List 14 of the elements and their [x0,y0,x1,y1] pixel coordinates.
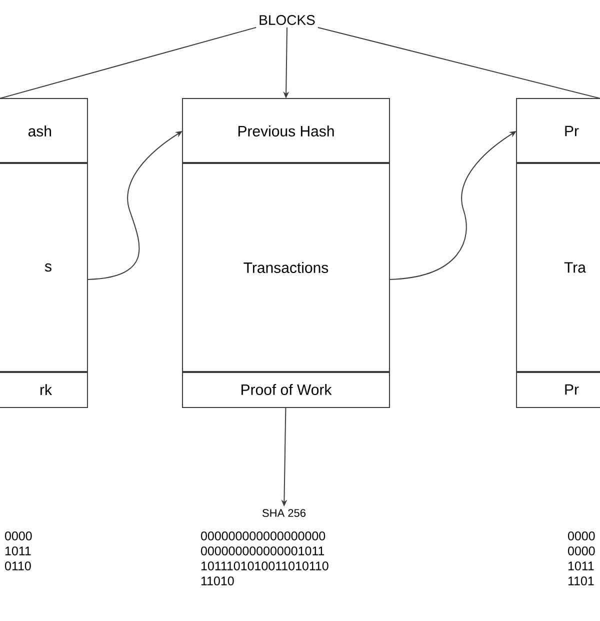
text-label: SHA 256 [262,509,306,517]
text-label: BLOCKS [260,15,315,25]
block-section: rk [0,371,88,408]
block-section: s [0,162,88,373]
block-section: ash [0,98,88,164]
binary-digits: 0000 0000 1011 1101 [568,532,595,586]
block-section: Transactions [182,162,390,373]
block-section: Proof of Work [182,371,390,408]
block-section: Tra [516,162,600,373]
binary-digits: 000000000000000000 000000000000001011 1011101010011010110 11010 [201,532,328,586]
block-section: Previous Hash [182,98,390,164]
block-section: Pr [516,371,600,408]
binary-digits: 0000 1011 0110 [4,532,32,570]
block-section: Pr [516,98,600,164]
